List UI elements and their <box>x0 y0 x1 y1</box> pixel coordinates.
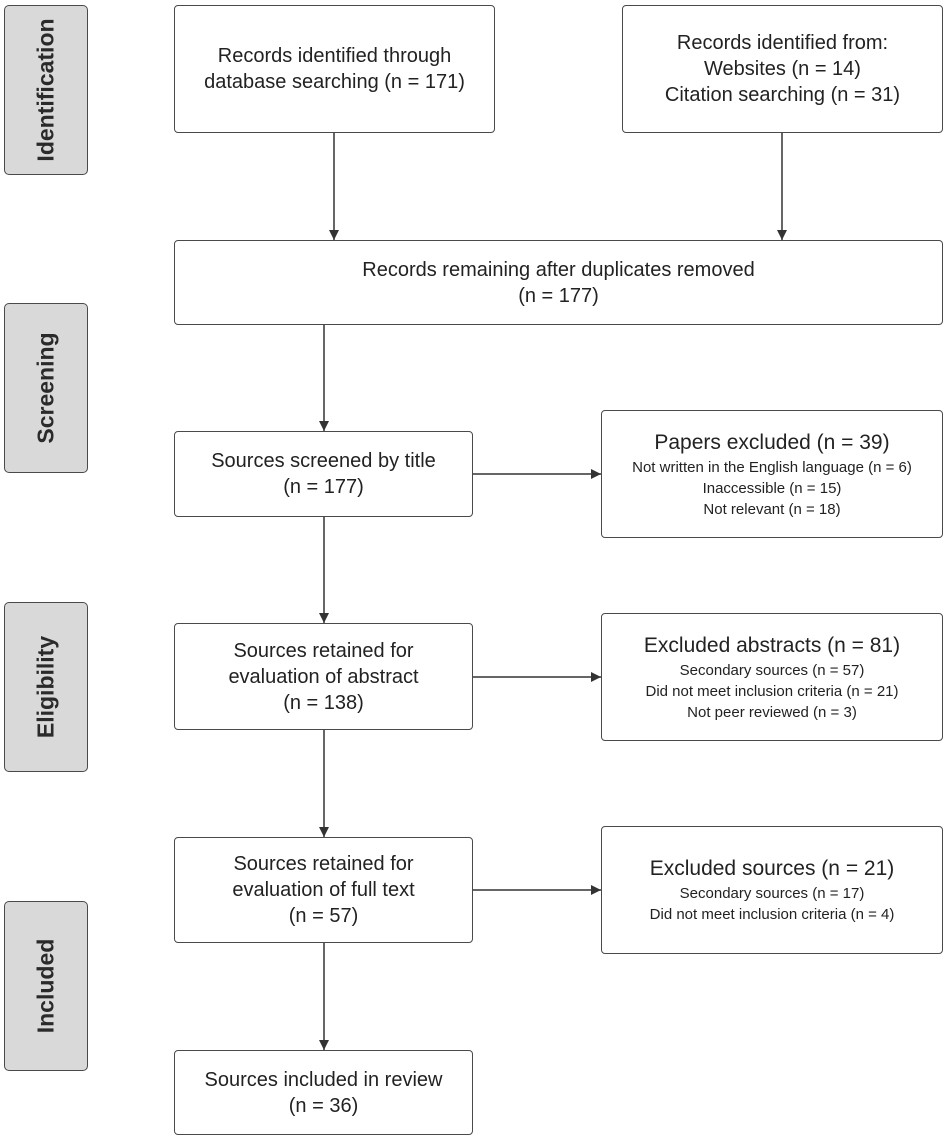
excluded-sources-heading: Excluded sources (n = 21) <box>649 857 895 880</box>
screened-title-line-2: (n = 177) <box>283 476 364 498</box>
stage-eligibility: Eligibility <box>4 602 88 772</box>
excluded-abstracts-item-2: Did not meet inclusion criteria (n = 21) <box>645 682 899 700</box>
papers-excluded-item-2: Inaccessible (n = 15) <box>702 479 842 497</box>
box-excluded-abstracts: Excluded abstracts (n = 81) Secondary so… <box>601 613 943 741</box>
box-screened-title: Sources screened by title (n = 177) <box>174 431 473 517</box>
box-included-review: Sources included in review (n = 36) <box>174 1050 473 1135</box>
papers-excluded-item-3: Not relevant (n = 18) <box>703 500 841 518</box>
retained-fulltext-line-3: (n = 57) <box>288 905 359 927</box>
box-other-sources: Records identified from: Websites (n = 1… <box>622 5 943 133</box>
excluded-abstracts-item-3: Not peer reviewed (n = 3) <box>687 703 857 721</box>
screened-title-line-1: Sources screened by title <box>211 450 436 472</box>
retained-abstract-line-3: (n = 138) <box>283 691 364 714</box>
other-sources-line-2: Websites (n = 14) <box>704 58 861 80</box>
retained-abstract-line-1: Sources retained for <box>233 639 414 662</box>
other-sources-line-3: Citation searching (n = 31) <box>664 84 901 106</box>
papers-excluded-heading: Papers excluded (n = 39) <box>654 430 890 454</box>
excluded-abstracts-heading: Excluded abstracts (n = 81) <box>643 633 901 657</box>
stage-screening: Screening <box>4 303 88 473</box>
retained-abstract-line-2: evaluation of abstract <box>228 665 419 688</box>
after-duplicates-line-1: Records remaining after duplicates remov… <box>362 258 755 281</box>
excluded-sources-item-1: Secondary sources (n = 17) <box>679 885 865 902</box>
excluded-sources-item-2: Did not meet inclusion criteria (n = 4) <box>649 906 895 923</box>
database-search-line-2: database searching (n = 171) <box>204 71 465 93</box>
retained-fulltext-line-2: evaluation of full text <box>232 879 415 901</box>
other-sources-line-1: Records identified from: <box>676 32 889 54</box>
included-review-line-1: Sources included in review <box>204 1068 443 1091</box>
retained-fulltext-line-1: Sources retained for <box>233 853 414 875</box>
included-review-line-2: (n = 36) <box>288 1094 359 1117</box>
box-database-search: Records identified through database sear… <box>174 5 495 133</box>
stage-identification: Identification <box>4 5 88 175</box>
stage-included: Included <box>4 901 88 1071</box>
box-excluded-sources: Excluded sources (n = 21) Secondary sour… <box>601 826 943 954</box>
box-retained-abstract: Sources retained for evaluation of abstr… <box>174 623 473 730</box>
box-after-duplicates: Records remaining after duplicates remov… <box>174 240 943 325</box>
database-search-line-1: Records identified through <box>217 45 452 67</box>
after-duplicates-line-2: (n = 177) <box>518 284 599 307</box>
box-papers-excluded: Papers excluded (n = 39) Not written in … <box>601 410 943 538</box>
papers-excluded-item-1: Not written in the English language (n =… <box>632 458 912 476</box>
box-retained-fulltext: Sources retained for evaluation of full … <box>174 837 473 943</box>
excluded-abstracts-item-1: Secondary sources (n = 57) <box>679 661 865 679</box>
